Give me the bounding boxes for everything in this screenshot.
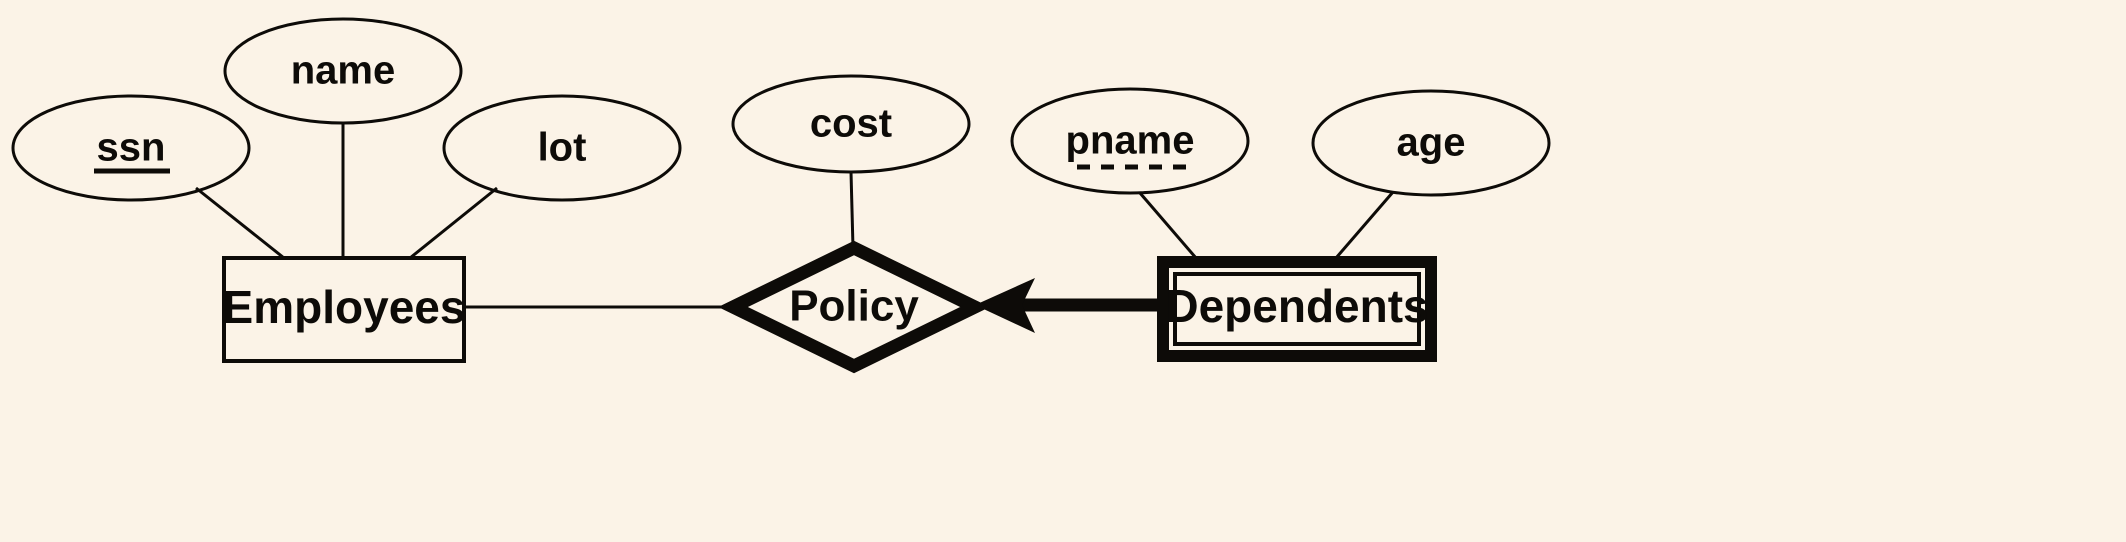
age-label: age bbox=[1397, 121, 1466, 165]
lot-label: lot bbox=[538, 126, 587, 170]
entity-employees[interactable]: Employees bbox=[222, 256, 466, 363]
name-ellipse bbox=[223, 17, 463, 125]
pname-ellipse bbox=[1010, 87, 1250, 195]
employees-label: Employees bbox=[223, 281, 466, 333]
dependents-label: Dependents bbox=[1165, 280, 1428, 332]
dependents-outer-rect bbox=[1157, 256, 1437, 362]
attribute-ssn[interactable]: ssn bbox=[11, 94, 251, 202]
attribute-lot[interactable]: lot bbox=[442, 94, 682, 202]
cost-label: cost bbox=[810, 102, 892, 146]
age-ellipse bbox=[1311, 89, 1551, 197]
name-label: name bbox=[291, 49, 396, 93]
edge-layer bbox=[195, 124, 1395, 333]
policy-label: Policy bbox=[789, 282, 919, 331]
edge-lot-employees bbox=[409, 186, 498, 260]
attribute-pname[interactable]: pname bbox=[1010, 87, 1250, 195]
arrow-head-icon bbox=[975, 278, 1035, 333]
pname-label: pname bbox=[1066, 119, 1195, 163]
edge-pname-dependents bbox=[1138, 192, 1198, 259]
attribute-cost[interactable]: cost bbox=[731, 74, 971, 174]
lot-ellipse bbox=[442, 94, 682, 202]
policy-diamond-outer bbox=[718, 240, 990, 374]
ssn-label: ssn bbox=[97, 126, 166, 170]
attribute-name[interactable]: name bbox=[223, 17, 463, 125]
relationship-policy[interactable]: Policy bbox=[718, 240, 990, 374]
entity-dependents[interactable]: Dependents bbox=[1157, 256, 1437, 362]
edge-age-dependents bbox=[1334, 191, 1395, 259]
ssn-ellipse bbox=[11, 94, 251, 202]
employees-rect bbox=[222, 256, 466, 363]
dependents-inner-rect bbox=[1173, 272, 1421, 346]
cost-ellipse bbox=[731, 74, 971, 174]
attribute-age[interactable]: age bbox=[1311, 89, 1551, 197]
edge-cost-policy bbox=[849, 171, 855, 249]
edge-ssn-employees bbox=[195, 186, 285, 260]
